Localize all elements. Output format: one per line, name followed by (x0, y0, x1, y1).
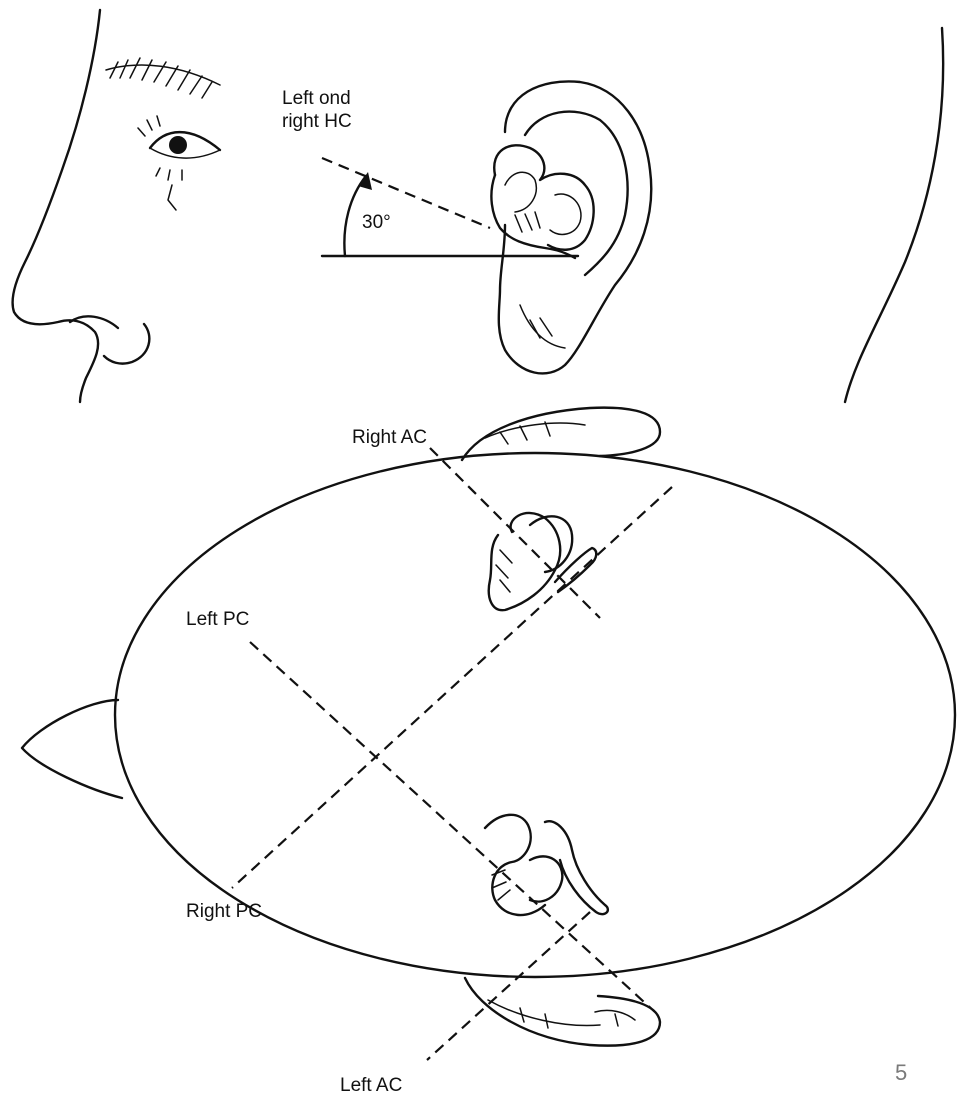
page-number: 5 (895, 1060, 907, 1085)
eyebrow (106, 58, 220, 98)
top-view-head: Right AC Left PC Right PC Left AC (22, 408, 955, 1096)
top-ear (462, 408, 660, 460)
back-of-head (845, 28, 943, 402)
angle-label: 30° (362, 212, 391, 233)
inner-ear-top (489, 513, 597, 610)
hc-label-line2: right HC (282, 111, 352, 132)
left-ac-line (427, 912, 590, 1060)
right-ac-label: Right AC (352, 427, 427, 448)
lip (104, 324, 149, 364)
inner-ear-side (491, 145, 593, 258)
inner-ear-bottom (485, 815, 608, 915)
eye (138, 116, 220, 210)
head-outline (115, 453, 955, 977)
hc-label-line1: Left ond (282, 88, 351, 109)
side-view-head: Left ond right HC 30° (13, 10, 944, 402)
left-ac-label: Left AC (340, 1075, 402, 1096)
right-ac-line (430, 448, 600, 618)
outer-ear (499, 81, 652, 373)
left-pc-line (250, 642, 655, 1012)
left-pc-label: Left PC (186, 609, 249, 630)
bottom-ear (465, 978, 660, 1046)
nose-top-view (22, 700, 122, 798)
face-profile (13, 10, 100, 402)
right-pc-label: Right PC (186, 901, 262, 922)
